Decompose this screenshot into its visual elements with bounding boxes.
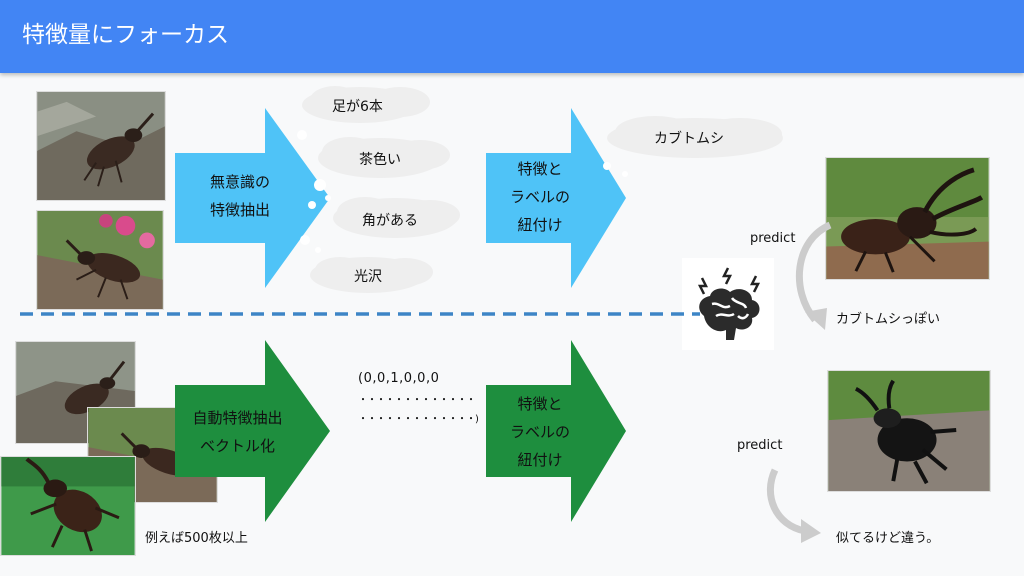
thought-cloud-label: カブトムシ	[654, 131, 724, 147]
sample-count-caption: 例えば500枚以上	[145, 531, 248, 546]
predict-curve-arrow-top	[795, 221, 832, 330]
slide-title: 特徴量にフォーカス	[22, 22, 229, 48]
link-arrow-bottom-label: 特徴と ラベルの 紐付け	[509, 395, 570, 469]
feature-brown: 茶色い	[359, 152, 401, 168]
result-label-top: カブトムシっぽい	[836, 312, 941, 327]
predict-curve-arrow-bottom	[767, 468, 821, 543]
feature-horn: 角がある	[362, 213, 418, 229]
brain-icon	[682, 258, 774, 350]
result-label-bottom: 似てるけど違う。	[836, 531, 940, 546]
extract-arrow-top-label: 無意識の 特徴抽出	[209, 173, 270, 219]
feature-gloss: 光沢	[354, 269, 382, 285]
feature-clouds	[297, 86, 460, 293]
section-divider	[20, 312, 700, 316]
feature-vector-line1: (0,0,1,0,0,0	[358, 371, 440, 386]
predict-label-bottom: predict	[737, 438, 783, 453]
link-arrow-top	[486, 108, 626, 288]
feature-vector-line3: ・・・・・・・・・・・・・)	[358, 414, 479, 425]
feature-vector-line2: ・・・・・・・・・・・・・	[358, 395, 476, 406]
predict-label-top: predict	[750, 231, 796, 246]
beetle-photo-top-2	[36, 210, 164, 310]
extract-arrow-top	[175, 108, 330, 288]
beetle-photo-top-1	[36, 91, 166, 201]
extract-arrow-bottom-label: 自動特徴抽出 ベクトル化	[192, 409, 283, 455]
link-arrow-top-label: 特徴と ラベルの 紐付け	[509, 160, 570, 234]
feature-legs: 足が6本	[332, 99, 383, 115]
link-arrow-bottom	[486, 340, 626, 522]
extract-arrow-bottom	[175, 340, 330, 522]
slide-header: 特徴量にフォーカス	[0, 0, 1024, 73]
thought-cloud	[603, 116, 783, 177]
beetle-photo-bottom-3	[0, 456, 136, 556]
beetle-photo-prediction-bottom	[827, 370, 991, 492]
beetle-photo-prediction-top	[825, 157, 990, 280]
